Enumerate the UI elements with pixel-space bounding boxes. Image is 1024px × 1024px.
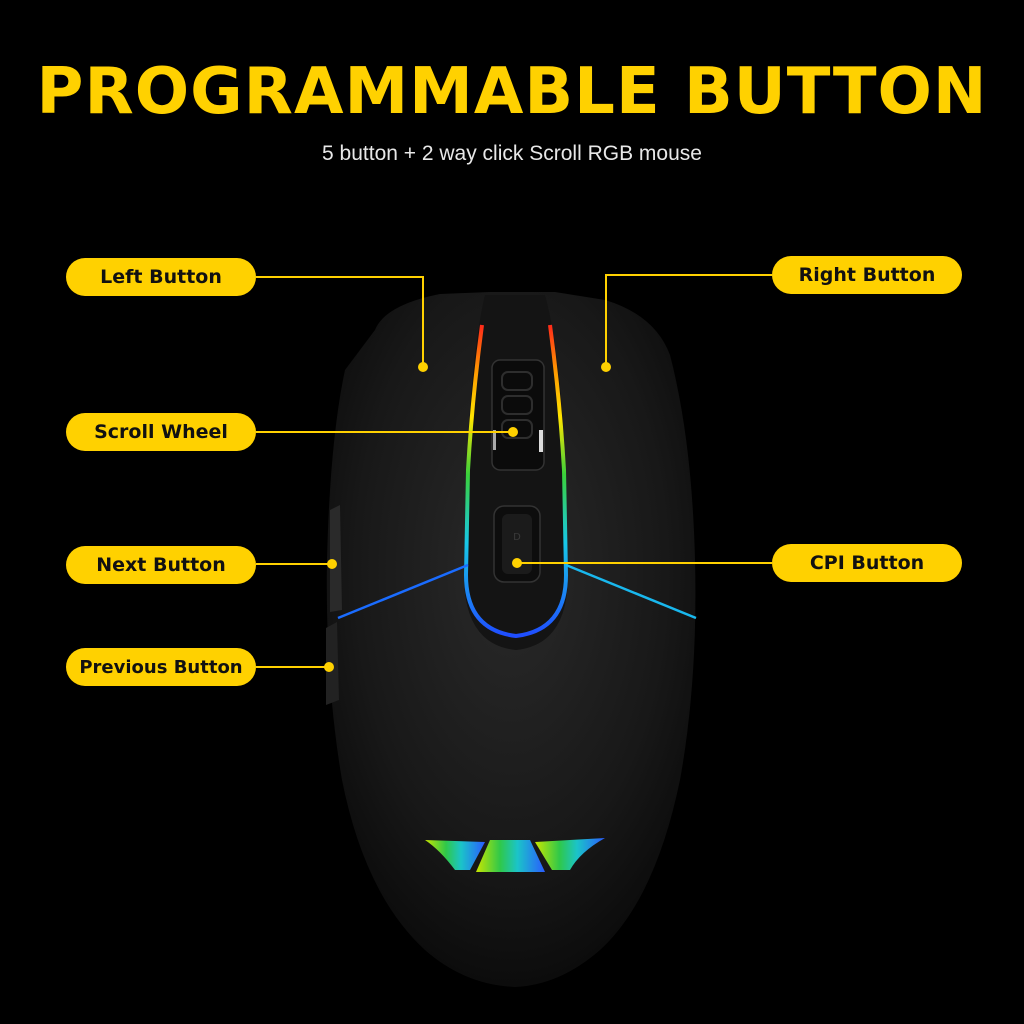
label-right-button: Right Button [772,256,962,294]
dot-next-button [327,559,337,569]
label-left-button: Left Button [66,258,256,296]
label-cpi-button: CPI Button [772,544,962,582]
page-title: PROGRAMMABLE BUTTON [36,55,988,129]
rgb-seam-right [565,563,697,620]
dot-right-button [601,362,611,372]
dot-previous-button [324,662,334,672]
eagle-wings-logo [425,838,605,872]
rgb-seam-left [337,563,469,620]
dot-left-button [418,362,428,372]
rgb-strip [463,324,569,639]
label-scroll-wheel: Scroll Wheel [66,413,256,451]
dot-scroll-wheel [508,427,518,437]
leader-right-button [605,274,772,367]
dot-cpi-button [512,558,522,568]
next-side-button [330,505,342,612]
page-subtitle: 5 button + 2 way click Scroll RGB mouse [322,142,702,165]
label-next-button: Next Button [66,546,256,584]
dpi-marking: D [513,532,521,543]
label-previous-button: Previous Button [66,648,256,686]
leader-left-button [256,276,424,367]
